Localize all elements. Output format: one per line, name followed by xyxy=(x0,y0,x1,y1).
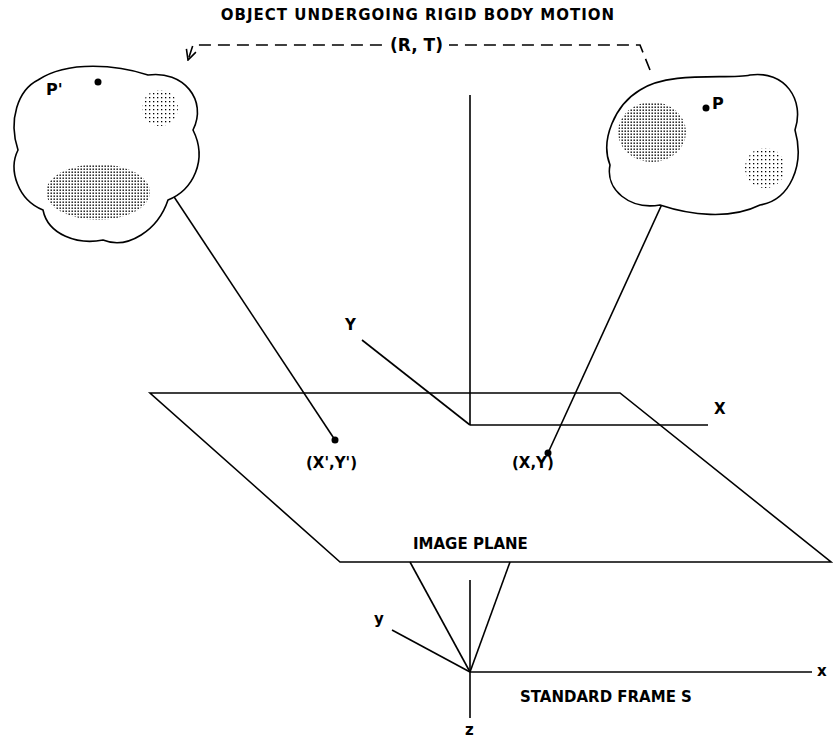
stipple-shading xyxy=(46,164,150,220)
blob-outline xyxy=(600,70,805,230)
stipple-shading xyxy=(745,148,785,188)
point-dot xyxy=(95,79,102,86)
motion-label: (R, T) xyxy=(384,36,449,55)
x-axis-upper xyxy=(470,424,708,426)
stipple-shading xyxy=(618,102,686,162)
blob-outline xyxy=(8,60,208,250)
point-label: P' xyxy=(46,82,63,98)
point-dot xyxy=(703,105,710,112)
axis-label: (X',Y') xyxy=(306,456,357,471)
axis-label: X xyxy=(714,402,726,417)
point-label: P xyxy=(712,96,724,112)
axis-label: y xyxy=(374,612,384,627)
object-blob: P' xyxy=(8,60,208,250)
view-ray xyxy=(470,562,510,672)
axis-label: (X,Y) xyxy=(512,456,554,471)
image-plane xyxy=(150,393,831,562)
axis-label: STANDARD FRAME S xyxy=(520,690,692,705)
axis-label: x xyxy=(817,664,827,679)
axis-label: Y xyxy=(345,318,356,333)
z-axis-upper xyxy=(469,95,471,425)
x-axis-lower xyxy=(470,671,812,673)
view-ray xyxy=(410,562,470,672)
z-axis-lower xyxy=(469,580,471,718)
stipple-shading xyxy=(142,90,178,126)
image-point xyxy=(332,437,339,444)
axis-label: z xyxy=(465,723,474,738)
axis-label: IMAGE PLANE xyxy=(413,537,528,552)
diagram-title: OBJECT UNDERGOING RIGID BODY MOTION xyxy=(221,8,615,23)
y-axis-upper xyxy=(362,340,470,425)
object-blob: P xyxy=(600,70,805,230)
